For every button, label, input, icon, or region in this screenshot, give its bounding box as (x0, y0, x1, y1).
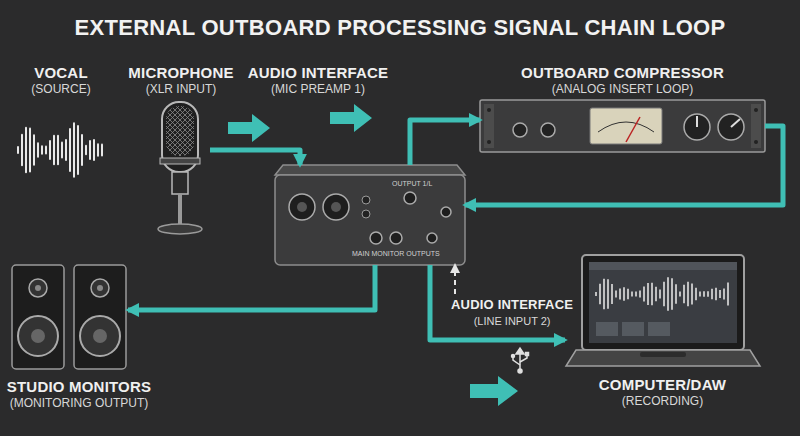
usb-icon (512, 348, 529, 373)
cable-connector (410, 120, 480, 165)
waveform (18, 123, 102, 176)
wave-stroke (89, 141, 91, 159)
node-subtitle: (MIC PREAMP 1) (248, 82, 389, 97)
wave-stroke (45, 146, 47, 153)
wave-stroke (647, 283, 649, 305)
wave-stroke (699, 292, 701, 297)
wave-stroke (49, 141, 51, 159)
cable-connector (210, 150, 300, 165)
device-box: MICROPHONE(XLR INPUT) (152, 100, 210, 236)
wave-stroke (101, 145, 103, 156)
wave-stroke (679, 292, 681, 297)
wave-stroke (65, 140, 67, 160)
wave-stroke (659, 290, 661, 299)
wave-stroke (69, 129, 71, 171)
wave-stroke (37, 143, 39, 156)
node-title: AUDIO INTERFACE (451, 296, 573, 314)
wave-stroke (643, 287, 645, 302)
node-title: MICROPHONE (128, 64, 233, 82)
device-heading: AUDIO INTERFACE(MIC PREAMP 1) (248, 64, 389, 97)
wave-stroke (639, 291, 641, 298)
wave-stroke (707, 291, 709, 296)
device-heading: OUTBOARD COMPRESSOR(ANALOG INSERT LOOP) (521, 64, 724, 97)
device-box: COMPUTER/DAW(RECORDING) (565, 255, 760, 368)
wave-stroke (85, 146, 87, 155)
device-heading: COMPUTER/DAW(RECORDING) (599, 376, 726, 409)
node-title: VOCAL (31, 64, 90, 82)
wave-stroke (61, 142, 63, 157)
wave-stroke (651, 283, 653, 306)
wave-stroke (719, 290, 721, 298)
wave-stroke (703, 291, 705, 297)
wave-stroke (667, 277, 669, 310)
panel-label: MAIN MONITOR OUTPUTS (352, 250, 440, 258)
microphone-icon (158, 102, 202, 234)
wave-stroke (675, 284, 677, 304)
wave-stroke (77, 126, 79, 174)
node-subtitle: (ANALOG INSERT LOOP) (521, 82, 724, 97)
line-input-connector (454, 265, 456, 294)
wave-stroke (711, 289, 713, 299)
cable-connector (128, 265, 375, 310)
wave-stroke (687, 282, 689, 306)
wave-stroke (683, 285, 685, 304)
device-heading: VOCAL(SOURCE) (31, 64, 90, 97)
wave-stroke (41, 146, 43, 153)
audio-interface-icon (275, 165, 465, 265)
node-title: COMPUTER/DAW (599, 376, 726, 394)
node-title: OUTBOARD COMPRESSOR (521, 64, 724, 82)
device-box: OUTBOARD COMPRESSOR(ANALOG INSERT LOOP) (480, 100, 765, 152)
wave-stroke (631, 292, 633, 297)
wave-stroke (627, 289, 629, 299)
node-title: STUDIO MONITORS (7, 378, 151, 396)
wave-stroke (21, 135, 23, 165)
device-heading: MICROPHONE(XLR INPUT) (128, 64, 233, 97)
wave-stroke (655, 287, 657, 301)
wave-stroke (33, 135, 35, 165)
wave-stroke (635, 291, 637, 296)
node-subtitle: (RECORDING) (599, 394, 726, 409)
wave-stroke (93, 140, 95, 160)
node-subtitle: (XLR INPUT) (128, 82, 233, 97)
wave-stroke (57, 136, 59, 165)
compressor-icon (480, 100, 765, 152)
node-subtitle: (SOURCE) (31, 82, 90, 97)
wave-stroke (603, 279, 605, 309)
label-box: AUDIO INTERFACE(LINE INPUT 2) (445, 294, 579, 331)
wave-stroke (723, 289, 725, 300)
wave-stroke (599, 284, 601, 305)
wave-stroke (727, 282, 729, 305)
wave-stroke (97, 144, 99, 155)
wave-stroke (623, 287, 625, 301)
wave-stroke (81, 135, 83, 165)
diagram-title: EXTERNAL OUTBOARD PROCESSING SIGNAL CHAI… (0, 14, 800, 42)
wave-stroke (695, 288, 697, 301)
wave-stroke (611, 284, 613, 304)
wave-stroke (73, 123, 75, 176)
wave-stroke (615, 291, 617, 298)
wave-stroke (715, 288, 717, 301)
wave-stroke (17, 147, 19, 153)
wave-stroke (25, 128, 27, 172)
wave-stroke (595, 292, 597, 296)
speaker-icon (12, 265, 126, 369)
wave-stroke (671, 278, 673, 309)
panel-label: OUTPUT 1/L (392, 180, 432, 188)
wave-stroke (607, 279, 609, 308)
wave-stroke (29, 129, 31, 172)
device-box: VOCAL(SOURCE) (14, 118, 108, 182)
node-subtitle: (MONITORING OUTPUT) (7, 396, 151, 411)
cable-connector (465, 126, 783, 205)
laptop-icon (566, 255, 760, 366)
wave-stroke (53, 136, 55, 164)
node-title: AUDIO INTERFACE (248, 64, 389, 82)
device-box: STUDIO MONITORS(MONITORING OUTPUT) (10, 265, 128, 370)
wave-stroke (691, 283, 693, 304)
device-heading: STUDIO MONITORS(MONITORING OUTPUT) (7, 378, 151, 411)
node-subtitle: (LINE INPUT 2) (451, 314, 573, 329)
wave-stroke (619, 289, 621, 300)
wave-stroke (663, 282, 665, 306)
